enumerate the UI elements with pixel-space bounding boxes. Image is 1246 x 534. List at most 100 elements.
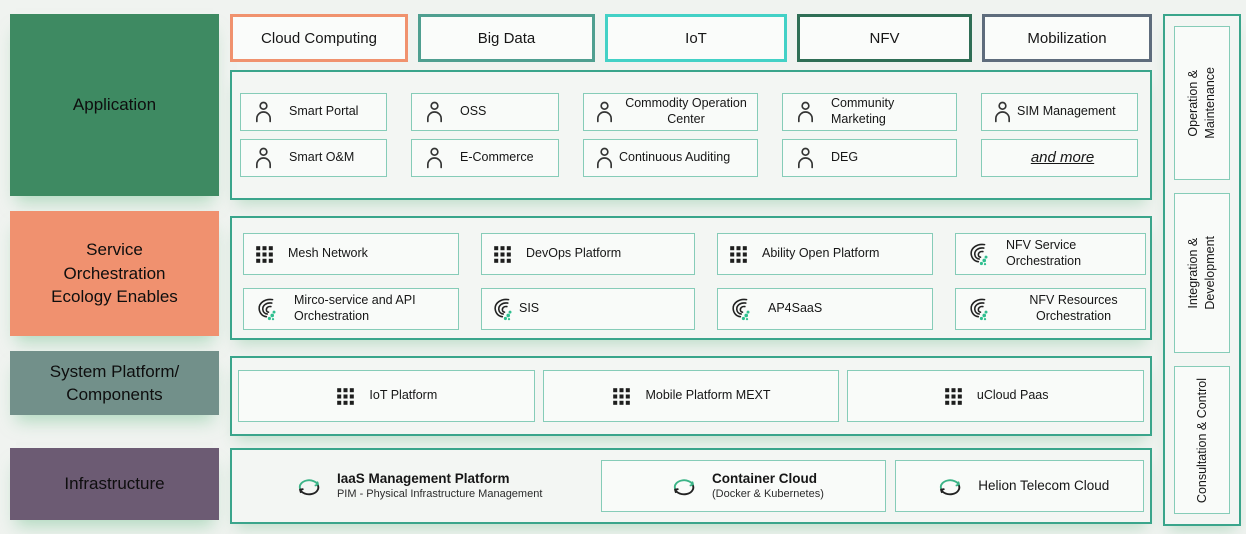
- layer-label: Application: [72, 95, 157, 115]
- service-orchestration-section: Mesh Network DevOps Platform Ability Ope…: [230, 216, 1152, 340]
- diagram-body: Cloud Computing Big Data IoT NFV Mobiliz…: [230, 0, 1152, 534]
- grid-icon: [254, 244, 275, 265]
- system-row: IoT Platform Mobile Platform MEXT uCloud…: [232, 358, 1150, 434]
- person-icon: [251, 146, 276, 171]
- person-icon: [793, 100, 818, 125]
- layer-application: Application: [10, 14, 219, 196]
- stream-icon: [966, 296, 993, 323]
- svc-item-nfv-service-orchestration: NFV Service Orchestration: [955, 233, 1146, 275]
- grid-icon: [943, 386, 964, 407]
- app-item-label: Continuous Auditing: [619, 150, 731, 165]
- app-item-label: DEG: [831, 150, 859, 165]
- layer-label: Ecology Enables: [51, 287, 178, 307]
- stream-icon: [254, 296, 281, 323]
- app-item-e-commerce: E-Commerce: [411, 139, 559, 177]
- cloud-sync-icon: [935, 475, 966, 498]
- infra-item-container-cloud: Container Cloud (Docker & Kubernetes): [601, 460, 886, 512]
- infra-item-subtitle: (Docker & Kubernetes): [711, 487, 824, 500]
- infra-item-helion-telecom-cloud: Helion Telecom Cloud: [894, 460, 1144, 512]
- app-item-community-marketing: Community Marketing: [782, 93, 957, 131]
- chip-cloud-computing: Cloud Computing: [230, 14, 408, 62]
- sidebar-label-line: Integration &: [1186, 237, 1201, 309]
- person-icon: [592, 146, 617, 171]
- infra-item-text: IaaS Management Platform PIM - Physical …: [337, 471, 542, 502]
- infra-item-text: Container Cloud (Docker & Kubernetes): [712, 471, 824, 502]
- app-item-label: E-Commerce: [460, 150, 534, 165]
- sys-item-label: uCloud Paas: [976, 388, 1049, 403]
- svc-item-label: NFV Service Orchestration: [1006, 238, 1082, 268]
- grid-icon: [335, 386, 356, 407]
- chip-label: Cloud Computing: [261, 29, 377, 47]
- sys-item-label: IoT Platform: [369, 388, 438, 403]
- app-item-sim-management: SIM Management: [981, 93, 1138, 131]
- app-item-label: Smart Portal: [289, 104, 359, 119]
- sidebar-box-consultation-control: Consultation & Control: [1174, 366, 1230, 514]
- infrastructure-section: IaaS Management Platform PIM - Physical …: [230, 448, 1152, 524]
- person-icon: [251, 100, 276, 125]
- sys-item-label: Mobile Platform MEXT: [645, 388, 771, 403]
- svc-item-ap4saas: AP4SaaS: [717, 288, 933, 330]
- svc-item-label: Mesh Network: [288, 246, 368, 261]
- sidebar-box-integration-development: Integration & Development: [1174, 192, 1230, 354]
- app-item-label: SIM Management: [1017, 104, 1116, 119]
- app-item-smart-portal: Smart Portal: [240, 93, 387, 131]
- app-item-commodity-operation-center: Commodity Operation Center: [583, 93, 758, 131]
- app-item-deg: DEG: [782, 139, 957, 177]
- app-item-and-more: and more: [981, 139, 1138, 177]
- app-item-label: Commodity Operation Center: [625, 96, 747, 126]
- app-item-oss: OSS: [411, 93, 559, 131]
- app-item-label: Smart O&M: [289, 150, 355, 165]
- cloud-sync-icon: [294, 475, 325, 498]
- chip-big-data: Big Data: [418, 14, 595, 62]
- service-grid: Mesh Network DevOps Platform Ability Ope…: [232, 218, 1150, 330]
- stream-icon: [966, 241, 993, 268]
- infra-item-title: Container Cloud: [711, 470, 817, 486]
- svc-item-label: Ability Open Platform: [762, 246, 880, 261]
- sidebar-label-line: Operation &: [1186, 69, 1201, 137]
- person-icon: [422, 100, 447, 125]
- svc-item-mirco-service-api-orchestration: Mirco-service and API Orchestration: [243, 288, 459, 330]
- chip-label: NFV: [869, 29, 900, 47]
- svc-item-ability-open-platform: Ability Open Platform: [717, 233, 933, 275]
- application-grid: Smart Portal OSS Commodity Operation Cen…: [232, 72, 1150, 177]
- layer-label: Infrastructure: [64, 474, 165, 494]
- sidebar-box-label: Operation & Maintenance: [1185, 67, 1219, 139]
- infra-item-iaas-management: IaaS Management Platform PIM - Physical …: [238, 460, 592, 512]
- chip-label: IoT: [685, 29, 707, 47]
- infra-item-text: Helion Telecom Cloud: [978, 478, 1109, 495]
- app-item-label: OSS: [460, 104, 487, 119]
- person-icon: [422, 146, 447, 171]
- infrastructure-row: IaaS Management Platform PIM - Physical …: [232, 450, 1150, 522]
- stream-icon: [490, 296, 517, 323]
- svc-item-sis: SIS: [481, 288, 695, 330]
- sys-item-ucloud-paas: uCloud Paas: [847, 370, 1145, 422]
- person-icon: [793, 146, 818, 171]
- sidebar-label-line: Maintenance: [1203, 67, 1217, 139]
- chip-label: Mobilization: [1027, 29, 1107, 47]
- system-platform-section: IoT Platform Mobile Platform MEXT uCloud…: [230, 356, 1152, 436]
- cloud-sync-icon: [669, 475, 700, 498]
- person-icon: [990, 100, 1015, 125]
- chip-mobilization: Mobilization: [982, 14, 1152, 62]
- layer-label: Service: [86, 240, 143, 260]
- chip-nfv: NFV: [797, 14, 972, 62]
- app-item-smart-om: Smart O&M: [240, 139, 387, 177]
- chip-iot: IoT: [605, 14, 787, 62]
- svc-item-label: NFV Resources Orchestration: [1029, 293, 1118, 323]
- layer-label: Orchestration: [63, 263, 166, 283]
- layer-service-orchestration: Service Orchestration Ecology Enables: [10, 211, 219, 336]
- technology-chip-row: Cloud Computing Big Data IoT NFV Mobiliz…: [230, 14, 1152, 62]
- app-item-label: and more: [1030, 148, 1095, 166]
- stream-icon: [728, 296, 755, 323]
- svc-item-label: AP4SaaS: [768, 301, 823, 316]
- layer-label: System Platform/: [49, 361, 180, 381]
- infra-item-title: Helion Telecom Cloud: [978, 477, 1110, 493]
- svc-item-label: DevOps Platform: [526, 246, 622, 261]
- lifecycle-sidebar: Operation & Maintenance Integration & De…: [1163, 14, 1241, 526]
- svc-item-label: SIS: [519, 301, 540, 316]
- sidebar-label-line: Consultation & Control: [1194, 377, 1209, 503]
- layer-label: Components: [66, 385, 163, 404]
- person-icon: [592, 100, 617, 125]
- sidebar-label-line: Development: [1203, 236, 1217, 310]
